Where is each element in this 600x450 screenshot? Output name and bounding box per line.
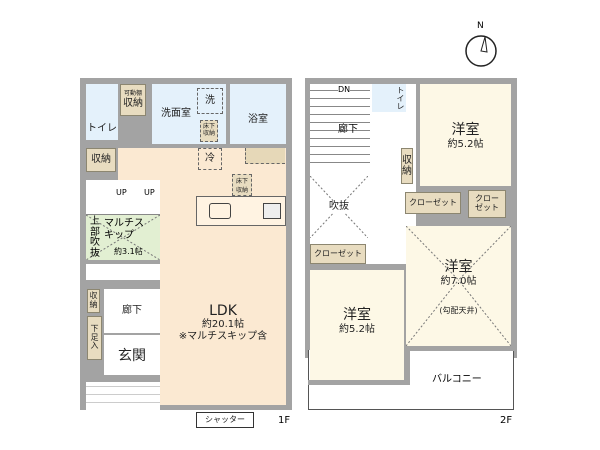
stairs-1f: UP UP: [86, 180, 160, 215]
storage-small: 収納: [87, 289, 100, 313]
hallway-1f: 廊下: [104, 289, 160, 333]
balcony-label: バルコニー: [432, 374, 482, 385]
kitchen-counter: [196, 196, 286, 226]
shutter-label: シャッター: [196, 412, 254, 428]
floor1-label: 1F: [278, 415, 291, 426]
storage-shelf: 可動棚 収納: [120, 84, 146, 116]
sink-icon: [209, 203, 231, 219]
closet-1: クローゼット: [405, 192, 461, 214]
closet-3: クローゼット: [310, 244, 366, 264]
stairs-2f: DN: [310, 84, 370, 170]
hallway-2f: 廊下: [338, 124, 358, 135]
laundry-space: 洗: [197, 88, 223, 114]
storage-2f: 収納: [401, 148, 413, 184]
fridge-space: 冷: [198, 148, 222, 170]
storage-left: 収納: [86, 148, 116, 172]
wall-segment: [404, 346, 410, 385]
toilet-2f: トイレ: [372, 84, 406, 112]
closet-2: クロー ゼット: [468, 190, 506, 218]
counter-storage: [245, 148, 285, 164]
floor2-label: 2F: [500, 415, 513, 426]
underfloor-storage-2: 床下 収納: [232, 174, 252, 196]
void-atrium: 吹抜: [310, 176, 368, 238]
entrance-porch: [86, 382, 160, 410]
stove-icon: [263, 203, 281, 219]
shoe-cabinet: 下足入: [87, 316, 102, 360]
wall-segment: [410, 346, 514, 351]
toilet-1f: トイレ: [86, 84, 118, 140]
underfloor-storage-1: 床下 収納: [200, 120, 218, 142]
multi-skip-room: 上部吹抜 マルチスキップ 約3.1帖: [86, 215, 160, 260]
under-stairs: [86, 264, 160, 280]
bathroom: 浴室: [230, 84, 286, 144]
entrance: 玄関: [104, 335, 160, 375]
bedroom-east: 洋室 約7.0帖 (勾配天井): [406, 226, 511, 346]
wall-segment: [308, 380, 408, 385]
bedroom-north: 洋室約5.2帖: [420, 84, 511, 186]
north-compass-icon: N: [462, 21, 500, 70]
bedroom-west: 洋室約5.2帖: [310, 270, 404, 380]
